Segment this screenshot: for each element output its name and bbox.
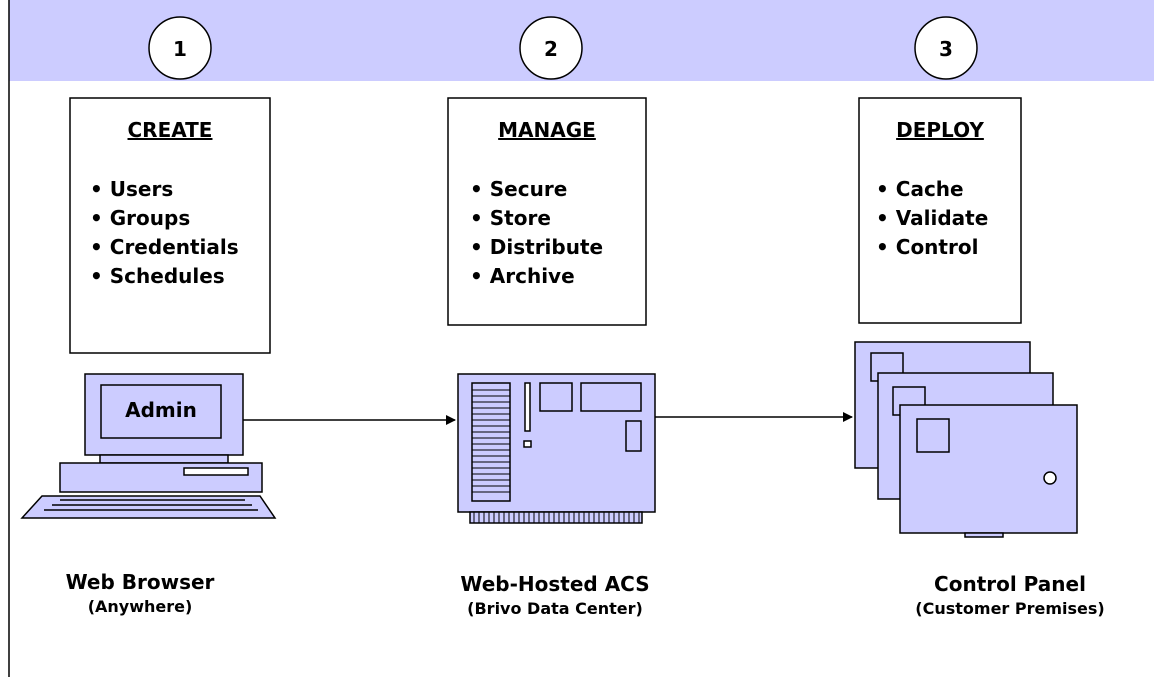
step-1-badge: 1 (148, 16, 212, 80)
list-item: • Distribute (470, 235, 604, 259)
list-item: • Credentials (90, 235, 239, 259)
manage-list: • Secure • Store • Distribute • Archive (470, 175, 603, 291)
panel-front-window (916, 418, 950, 453)
pin-lines (473, 512, 640, 523)
deploy-heading: DEPLOY (896, 118, 984, 142)
led (523, 440, 532, 448)
step-1-number: 1 (173, 37, 187, 61)
step-3-number: 3 (939, 37, 953, 61)
monitor-stand (99, 454, 229, 464)
control-panel-subcaption: (Customer Premises) (915, 599, 1105, 618)
step-2-circle (519, 16, 583, 80)
list-item: • Groups (90, 206, 191, 230)
list-item: • Store (470, 206, 551, 230)
web-browser-caption: Web Browser (65, 570, 215, 594)
slot-bar (524, 382, 531, 432)
server-icon (457, 373, 656, 524)
vent-panel (471, 382, 511, 502)
step-3-circle (914, 16, 978, 80)
admin-label: Admin (125, 398, 197, 422)
create-box (69, 97, 271, 354)
list-item: • Control (876, 235, 979, 259)
disk-slot (183, 467, 249, 476)
connector-pins (469, 511, 643, 524)
list-item: • Validate (876, 206, 989, 230)
deploy-box (858, 97, 1022, 324)
vent-lines (472, 389, 510, 493)
step-2-badge: 2 (519, 16, 583, 80)
keyboard (20, 495, 277, 519)
list-item: • Archive (470, 264, 575, 288)
chip-small (539, 382, 573, 412)
create-heading: CREATE (127, 118, 213, 142)
acs-subcaption: (Brivo Data Center) (467, 599, 643, 618)
step-1-circle (148, 16, 212, 80)
acs-caption: Web-Hosted ACS (460, 572, 650, 596)
control-panel-caption: Control Panel (934, 572, 1086, 596)
manage-box (447, 97, 647, 326)
step-2-number: 2 (544, 37, 558, 61)
panel-foot (964, 532, 1004, 538)
computer-icon (20, 373, 277, 519)
list-item: • Secure (470, 177, 568, 201)
screen (100, 384, 222, 439)
step-3-badge: 3 (914, 16, 978, 80)
chip-wide (580, 382, 642, 412)
manage-heading: MANAGE (498, 118, 596, 142)
chip-tall (625, 420, 642, 452)
panel-indicator (1043, 471, 1057, 485)
list-item: • Schedules (90, 264, 225, 288)
list-item: • Cache (876, 177, 964, 201)
web-browser-subcaption: (Anywhere) (87, 597, 193, 616)
create-list: • Users • Groups • Credentials • Schedul… (90, 175, 239, 291)
list-item: • Users (90, 177, 174, 201)
control-panel-icon (854, 341, 1078, 538)
deploy-list: • Cache • Validate • Control (876, 175, 988, 262)
